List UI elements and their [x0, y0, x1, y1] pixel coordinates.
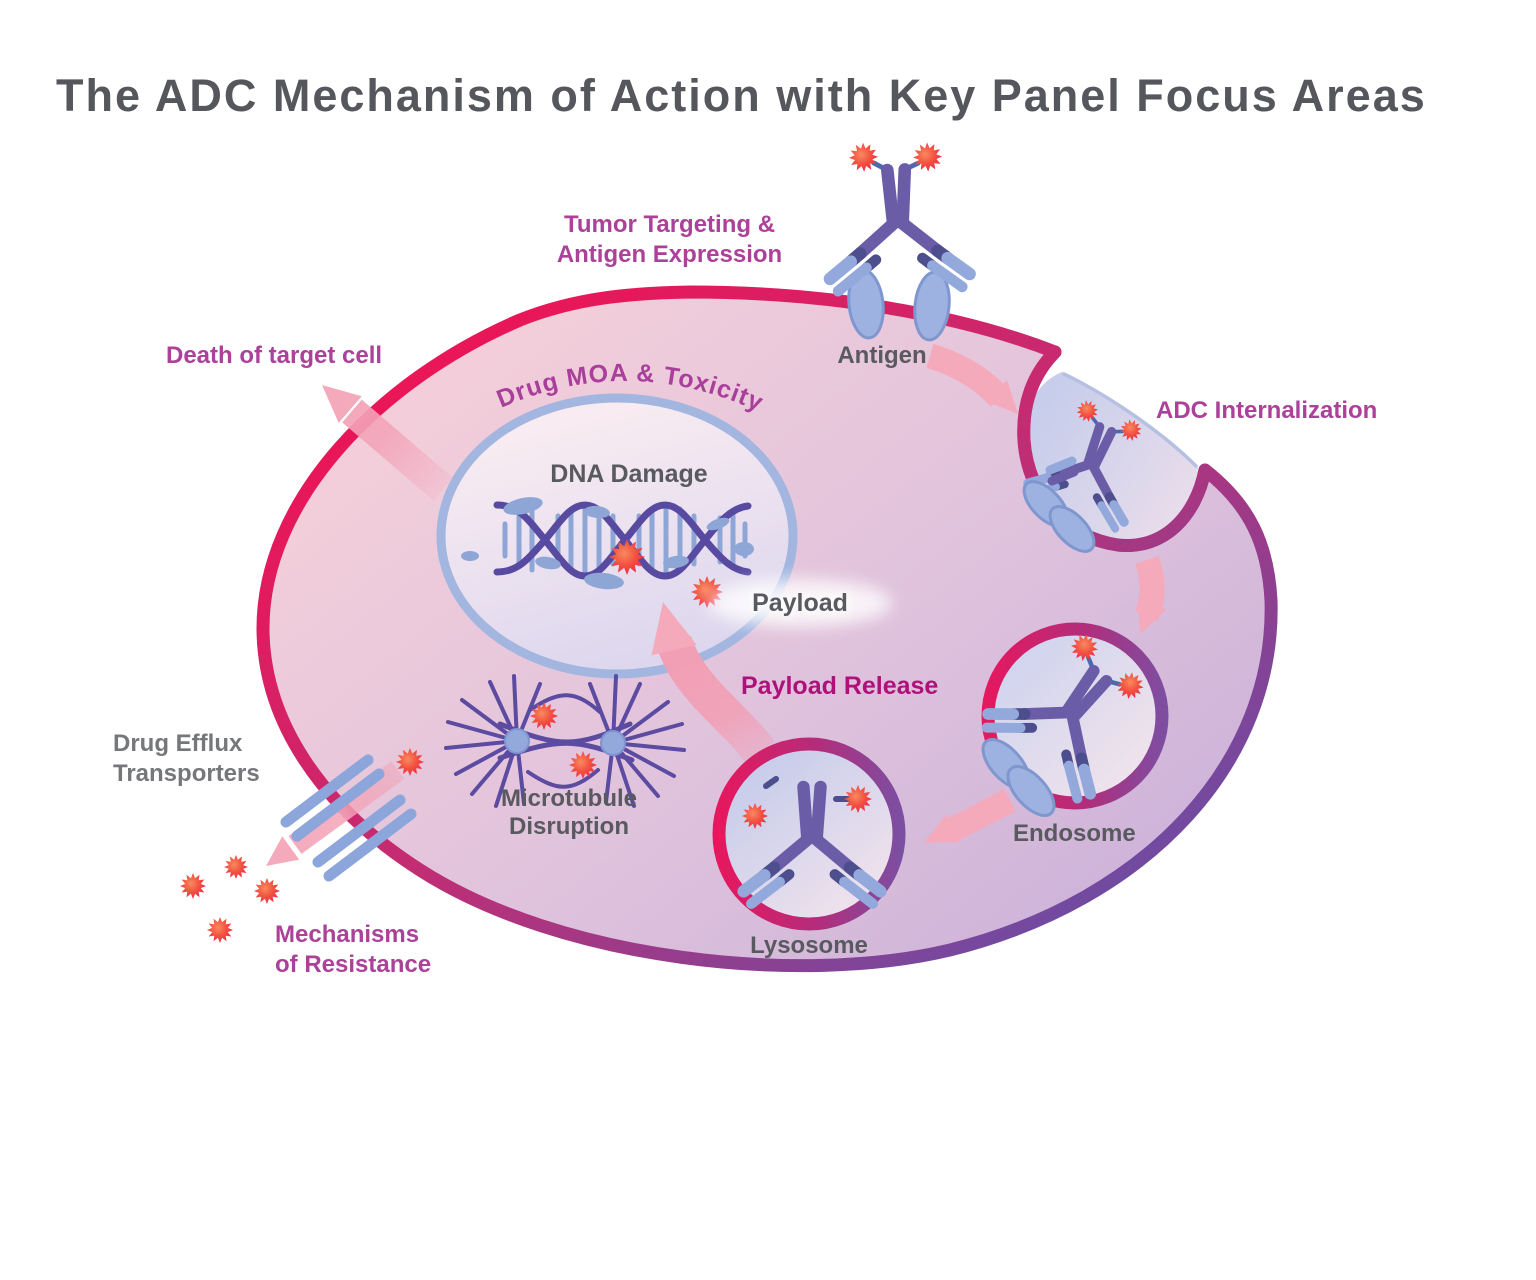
label-adc-internalization: ADC Internalization — [1156, 397, 1378, 424]
label-endosome: Endosome — [1013, 820, 1136, 847]
endosome-vesicle — [975, 615, 1167, 817]
label-payload: Payload — [752, 589, 848, 617]
adc-antibody-icon — [1024, 391, 1161, 531]
efflux-transporter-icon — [280, 754, 417, 882]
antigen-receptor-icon — [847, 268, 951, 342]
label-antigen: Antigen — [837, 342, 927, 369]
label-drug-efflux-transporters: Drug Efflux Transporters — [113, 730, 260, 787]
label-lysosome: Lysosome — [750, 932, 868, 959]
page-title: The ADC Mechanism of Action with Key Pan… — [56, 70, 1427, 121]
label-microtubule-disruption: Microtubule Disruption — [501, 785, 637, 840]
arrow-death-of-target-cell — [310, 371, 453, 501]
arrow-to-lysosome — [917, 788, 1016, 857]
arrow-internalization — [926, 343, 1030, 425]
adc-antibody-icon — [825, 139, 970, 291]
antigen-receptor-icon — [981, 738, 1056, 817]
nucleus — [436, 393, 798, 679]
label-tumor-targeting: Tumor Targeting & Antigen Expression — [556, 211, 783, 268]
arrow-to-endosome — [1125, 555, 1167, 640]
antigen-receptor-icon — [1022, 480, 1096, 553]
payload-label-glow — [708, 579, 892, 627]
lysosome-vesicle — [712, 737, 906, 931]
microtubule-spindle-icon — [444, 674, 686, 808]
arrow-drug-efflux — [257, 761, 405, 878]
label-payload-release: Payload Release — [741, 672, 939, 700]
label-mechanisms-of-resistance: Mechanisms of Resistance — [275, 921, 432, 978]
label-death-of-target-cell: Death of target cell — [166, 342, 383, 369]
label-dna-damage: DNA Damage — [550, 460, 708, 488]
arrow-payload-release — [640, 596, 775, 763]
